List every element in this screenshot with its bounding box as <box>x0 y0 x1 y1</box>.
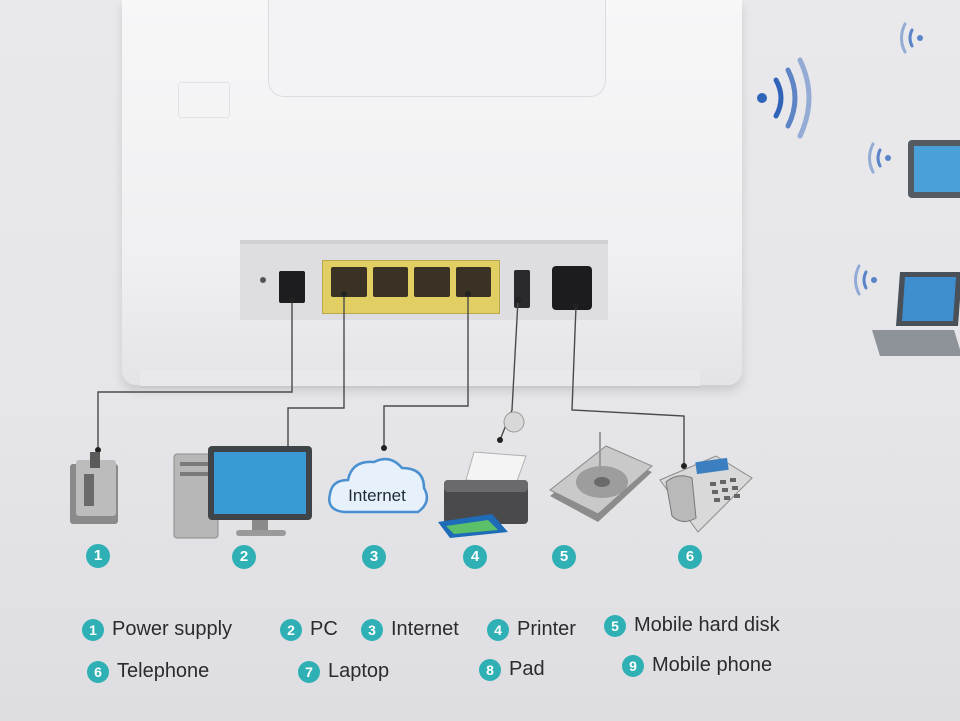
internet-cloud-icon <box>328 457 429 514</box>
internet-label: Internet <box>348 486 406 505</box>
marker-2: 2 <box>232 545 256 569</box>
legend-label: Laptop <box>328 660 390 682</box>
marker-1: 1 <box>86 544 110 568</box>
lan-ports <box>322 260 500 314</box>
lan-port-2 <box>372 267 408 297</box>
legend-number: 8 <box>479 658 501 681</box>
legend-item-9: 9 Mobile phone <box>622 654 772 677</box>
legend-label: Telephone <box>117 660 210 682</box>
wifi-small-icon <box>854 22 923 296</box>
marker-4: 4 <box>463 545 487 569</box>
hard-disk-icon <box>549 432 653 522</box>
tablet-icon <box>908 140 960 198</box>
legend-label: Pad <box>509 658 545 680</box>
legend-item-4: 4 Printer <box>487 618 576 641</box>
legend-item-3: 3 Internet <box>361 618 459 641</box>
line-printer <box>499 299 519 441</box>
marker-5: 5 <box>552 545 576 569</box>
legend-number: 5 <box>604 614 626 637</box>
legend-label: Printer <box>517 618 576 640</box>
router-base <box>140 370 700 388</box>
legend-number: 6 <box>87 660 109 683</box>
marker-3: 3 <box>362 545 386 569</box>
laptop-icon <box>872 272 960 356</box>
legend-item-5: 5 Mobile hard disk <box>604 614 780 637</box>
line-telephone <box>571 305 685 466</box>
router-display-window <box>268 0 606 97</box>
legend-label: Mobile hard disk <box>634 614 780 636</box>
wifi-signal-icon <box>757 57 812 139</box>
telephone-port <box>552 266 592 310</box>
power-adapter-icon <box>70 452 118 524</box>
legend-number: 9 <box>622 654 644 677</box>
desktop-pc-icon <box>173 446 312 539</box>
line-pc <box>287 294 345 452</box>
legend-number: 7 <box>298 660 320 683</box>
legend-label: PC <box>310 618 338 640</box>
printer-icon <box>438 451 528 538</box>
legend-item-7: 7 Laptop <box>298 660 389 683</box>
legend-label: Mobile phone <box>652 654 773 676</box>
lan-port-4 <box>455 267 491 297</box>
legend-item-8: 8 Pad <box>479 658 545 681</box>
wireless-area <box>757 22 960 356</box>
legend-item-2: 2 PC <box>280 618 338 641</box>
legend-label: Internet <box>391 618 459 640</box>
legend-number: 3 <box>361 618 383 641</box>
router-logo-mark <box>178 82 230 118</box>
line-power <box>97 300 293 450</box>
legend-number: 4 <box>487 618 509 641</box>
legend-item-1: 1 Power supply <box>82 618 232 641</box>
telephone-icon <box>659 455 753 533</box>
line-internet <box>383 294 469 448</box>
legend-number: 1 <box>82 618 104 641</box>
lan-port-1 <box>331 267 367 297</box>
legend-item-6: 6 Telephone <box>87 660 209 683</box>
reset-button <box>260 277 266 283</box>
lan-port-3 <box>414 267 450 297</box>
legend-number: 2 <box>280 618 302 641</box>
legend-label: Power supply <box>112 618 233 640</box>
marker-6: 6 <box>678 545 702 569</box>
